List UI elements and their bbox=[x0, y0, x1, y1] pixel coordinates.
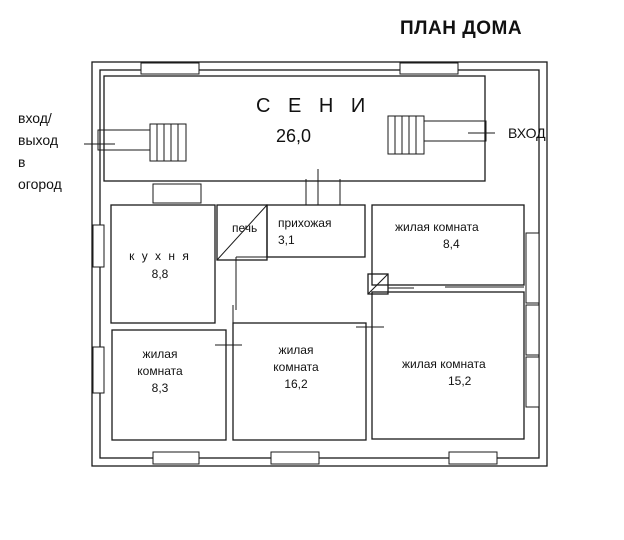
kitchen-label: к у х н я 8,8 bbox=[128, 249, 192, 282]
entrance-left-line-4: огород bbox=[18, 176, 62, 192]
window-right-2 bbox=[525, 304, 540, 356]
stove-diagonal bbox=[216, 204, 268, 261]
window-bottom-2 bbox=[270, 451, 320, 465]
outer-wall-outer bbox=[91, 61, 548, 467]
living-room-d-walls bbox=[371, 291, 525, 440]
living-room-b-name-2: комната bbox=[137, 363, 183, 378]
kitchen-walls bbox=[110, 204, 216, 324]
living-room-c-label: жилая комната 16,2 bbox=[264, 343, 328, 391]
stairs-left bbox=[97, 123, 187, 162]
living-room-a-name: жилая комната bbox=[395, 220, 479, 234]
seni-outline bbox=[103, 75, 486, 182]
living-room-c-area: 16,2 bbox=[284, 376, 308, 391]
living-room-b-name-1: жилая bbox=[142, 347, 178, 361]
entrance-left-label: вход/ выход в огород bbox=[18, 107, 62, 195]
corridor-box bbox=[367, 273, 414, 295]
hall-label: прихожая 3,1 bbox=[278, 216, 332, 248]
living-room-d-area: 15,2 bbox=[448, 373, 472, 388]
living-room-d-label: жилая комната 15,2 bbox=[402, 357, 486, 389]
kitchen-name: к у х н я bbox=[129, 249, 191, 263]
window-left-2 bbox=[92, 346, 105, 394]
window-top-left bbox=[140, 62, 200, 75]
living-room-c-name-1: жилая bbox=[278, 343, 314, 357]
hall-area: 3,1 bbox=[278, 232, 295, 247]
living-room-c-walls bbox=[232, 322, 367, 441]
living-room-c-name-2: комната bbox=[273, 359, 319, 374]
opening-kitchen-top bbox=[152, 183, 202, 204]
stairs-right bbox=[387, 115, 487, 155]
window-left-1 bbox=[92, 224, 105, 268]
living-room-b-area: 8,3 bbox=[151, 380, 169, 395]
window-bottom-3 bbox=[448, 451, 498, 465]
stove-label: печь bbox=[232, 221, 258, 235]
hall-name: прихожая bbox=[278, 216, 332, 230]
living-room-a-label: жилая комната 8,4 bbox=[395, 220, 479, 252]
living-room-b-walls bbox=[111, 329, 227, 441]
entrance-left-line-1: вход/ bbox=[18, 110, 52, 126]
plan-title: ПЛАН ДОМА bbox=[400, 18, 523, 39]
kitchen-area: 8,8 bbox=[151, 266, 169, 281]
living-room-a-walls bbox=[371, 204, 525, 286]
living-room-b-label: жилая комната 8,3 bbox=[128, 347, 192, 395]
living-room-a-area: 8,4 bbox=[443, 236, 460, 251]
entrance-left-line-2: выход bbox=[18, 132, 58, 148]
entrance-right-label: ВХОД bbox=[508, 125, 546, 141]
living-room-d-name: жилая комната bbox=[402, 357, 486, 371]
entrance-left-line-3: в bbox=[18, 154, 26, 170]
seni-area: 26,0 bbox=[276, 126, 312, 146]
seni-label: С Е Н И bbox=[256, 95, 372, 117]
window-right-3 bbox=[525, 356, 540, 408]
doorway-seni-hall bbox=[305, 169, 341, 205]
window-top-right bbox=[399, 62, 459, 75]
window-right-1 bbox=[525, 232, 540, 304]
window-bottom-1 bbox=[152, 451, 200, 465]
